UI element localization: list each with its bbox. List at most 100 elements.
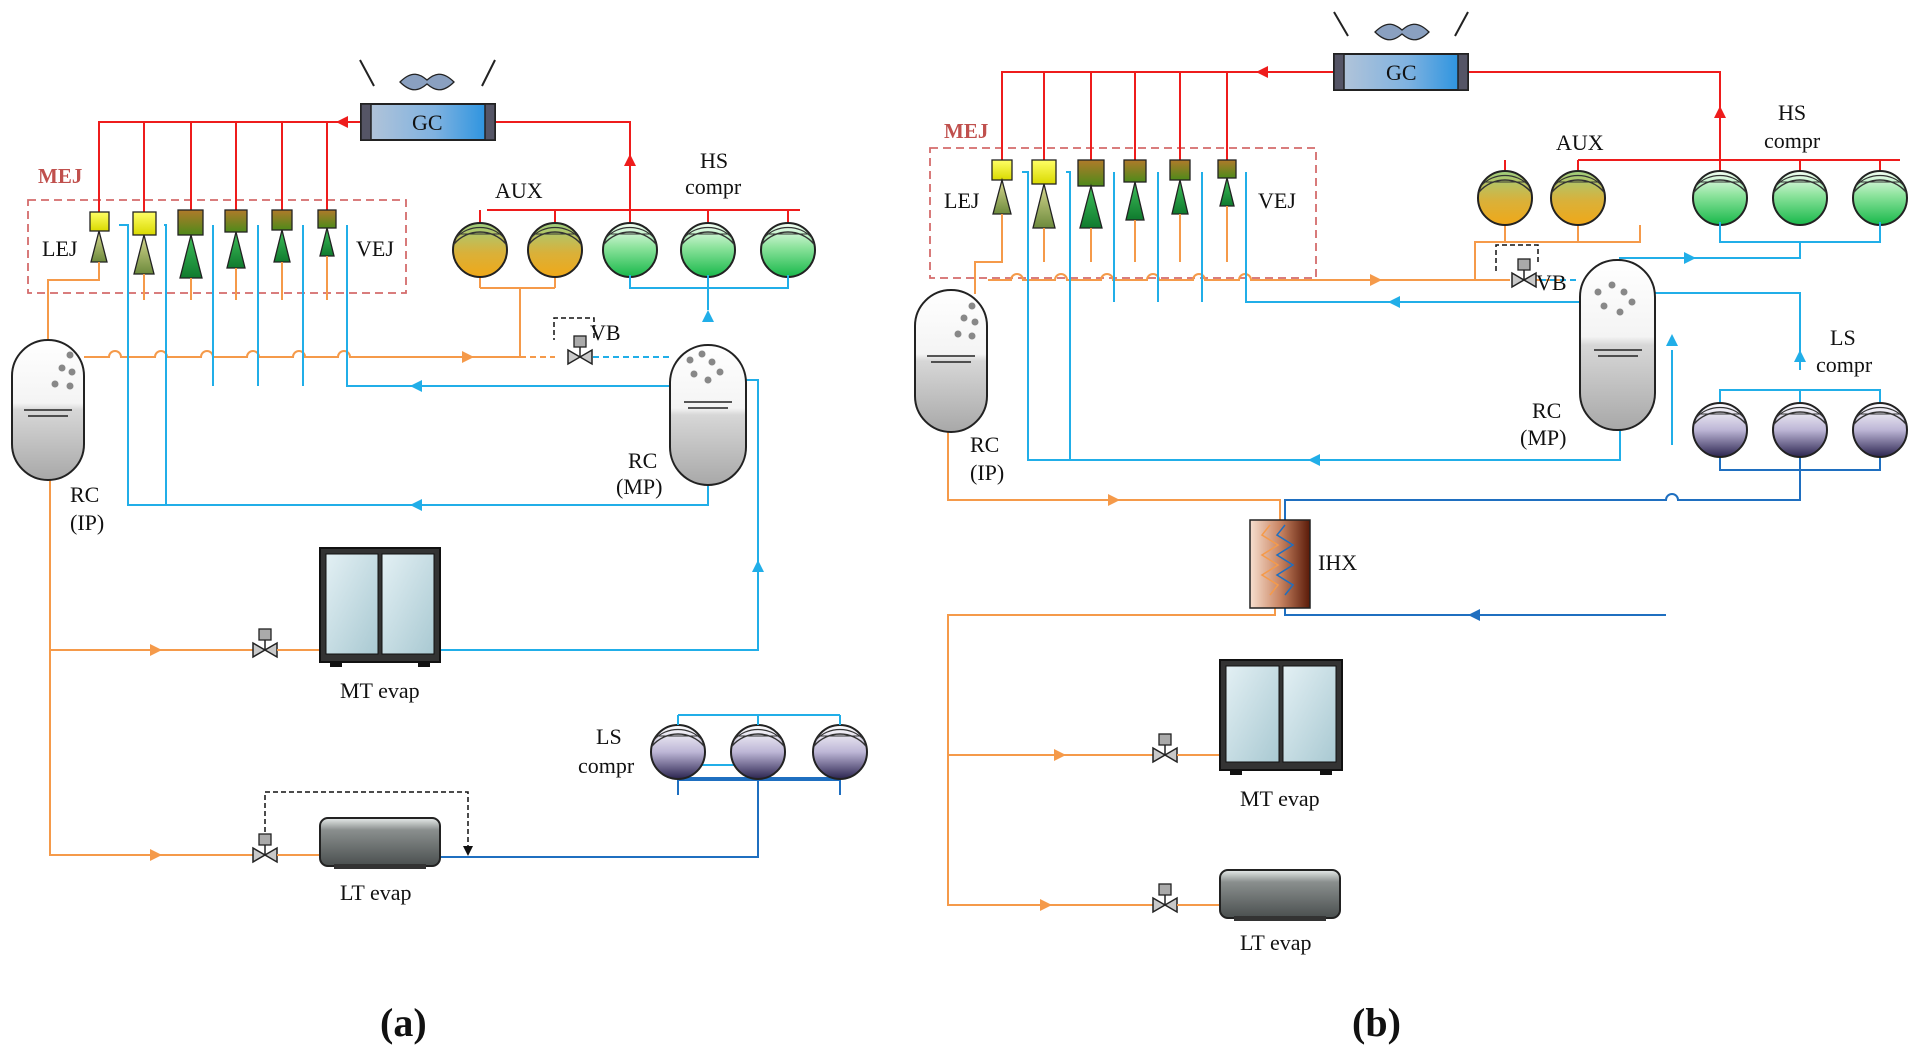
- aux-label: AUX: [1556, 130, 1604, 155]
- aux-compressor: [527, 222, 583, 278]
- vb-valve: [567, 335, 593, 365]
- flow-arrow: [752, 560, 764, 572]
- lt-evap-label: LT evap: [1240, 930, 1312, 955]
- hs-compressor: [1692, 170, 1748, 226]
- flow-arrow: [1794, 350, 1806, 362]
- rc-mp-tank: [1579, 259, 1656, 431]
- aux-compressor: [452, 222, 508, 278]
- lt-control-line: [264, 791, 469, 852]
- flow-arrow: [150, 644, 162, 656]
- medium-temperature-line: [119, 224, 789, 651]
- lt-expansion-valve: [1152, 883, 1178, 913]
- mej-label: MEJ: [944, 119, 988, 143]
- ls-label: LS: [596, 724, 622, 749]
- intermediate-pressure-line: [47, 256, 555, 856]
- mt-evaporator: [319, 547, 441, 667]
- ls-suction-line: [1284, 455, 1881, 616]
- gas-cooler: GC: [359, 59, 496, 141]
- lt-evaporator: [319, 817, 441, 869]
- rc-mp-tank: [669, 344, 747, 486]
- flow-arrow: [463, 846, 473, 856]
- flow-arrow: [336, 116, 348, 128]
- hs-compr-label: compr: [1764, 128, 1821, 153]
- vb-label: VB: [590, 320, 621, 345]
- gas-cooler: GC: [1333, 11, 1469, 91]
- flow-arrow: [1308, 454, 1320, 466]
- aux-suction-line: [1504, 222, 1579, 243]
- vb-control-line: [553, 317, 595, 340]
- flow-arrow: [150, 849, 162, 861]
- rc-mp-sub: (MP): [1520, 425, 1566, 450]
- rc-ip-label: RC: [70, 482, 99, 507]
- rc-ip-sub: (IP): [970, 460, 1004, 485]
- mej-box: [929, 147, 1317, 279]
- ls-compr-label: compr: [1816, 352, 1873, 377]
- hs-compressor: [1852, 170, 1908, 226]
- panel-a-caption: (a): [380, 1000, 427, 1045]
- svg-text:GC: GC: [1386, 60, 1417, 85]
- ls-compressor: [1772, 402, 1828, 458]
- ihx-label: IHX: [1318, 550, 1357, 575]
- mt-evaporator: [1219, 659, 1343, 775]
- lej-label: LEJ: [944, 188, 980, 213]
- vej-label: VEJ: [356, 236, 394, 261]
- ls-compressor: [730, 724, 786, 780]
- hs-label: HS: [1778, 100, 1806, 125]
- flow-arrow: [1666, 334, 1678, 346]
- panel-b-caption: (b): [1352, 1000, 1401, 1045]
- flow-arrow: [1108, 494, 1120, 506]
- flow-arrow: [462, 351, 474, 363]
- ls-low-temp-line: [1719, 389, 1881, 402]
- ls-compr-label: compr: [578, 753, 635, 778]
- rc-ip-label: RC: [970, 432, 999, 457]
- ls-compressor: [1692, 402, 1748, 458]
- svg-text:GC: GC: [412, 110, 443, 135]
- ejector-block: [89, 209, 337, 279]
- lt-expansion-valve: [252, 833, 278, 863]
- ls-compressor: [1852, 402, 1908, 458]
- hs-compressor: [760, 222, 816, 278]
- lt-evaporator: [1219, 869, 1341, 921]
- rc-mp-label: RC: [1532, 398, 1561, 423]
- ls-low-temp-line: [440, 764, 841, 858]
- flow-arrow: [1256, 66, 1268, 78]
- vej-label: VEJ: [1258, 188, 1296, 213]
- flow-arrow: [410, 499, 422, 511]
- vb-label: VB: [1536, 270, 1567, 295]
- flow-arrow: [1040, 899, 1052, 911]
- ihx-heat-exchanger: [1249, 519, 1311, 609]
- flow-arrow: [702, 310, 714, 322]
- vb-valve: [1511, 258, 1537, 288]
- hs-compr-label: compr: [685, 174, 742, 199]
- rc-ip-sub: (IP): [70, 510, 104, 535]
- high-pressure-line: [98, 121, 800, 215]
- hs-compressor: [1772, 170, 1828, 226]
- flow-arrow: [410, 380, 422, 392]
- intermediate-pressure-line: [947, 206, 1641, 906]
- mt-expansion-valve: [1152, 733, 1178, 763]
- aux-label: AUX: [495, 178, 543, 203]
- ls-compressor: [812, 724, 868, 780]
- lej-label: LEJ: [42, 236, 78, 261]
- rc-mp-sub: (MP): [616, 474, 662, 499]
- panel-a: MEJ GC: [11, 59, 868, 1045]
- hs-compressor: [680, 222, 736, 278]
- aux-compressor: [1477, 170, 1533, 226]
- ejector-block: [991, 159, 1237, 229]
- flow-arrow: [1388, 296, 1400, 308]
- flow-arrow: [1468, 609, 1480, 621]
- rc-mp-label: RC: [628, 448, 657, 473]
- hs-label: HS: [700, 148, 728, 173]
- flow-arrow: [1684, 252, 1696, 264]
- mt-expansion-valve: [252, 628, 278, 658]
- flow-arrow: [1370, 274, 1382, 286]
- mej-box: [27, 199, 407, 294]
- ls-compressor: [650, 724, 706, 780]
- lt-evap-label: LT evap: [340, 880, 412, 905]
- flow-arrow: [1714, 106, 1726, 118]
- aux-compressor: [1550, 170, 1606, 226]
- flow-arrow: [624, 154, 636, 166]
- flow-arrow: [1054, 749, 1066, 761]
- mt-evap-label: MT evap: [340, 678, 420, 703]
